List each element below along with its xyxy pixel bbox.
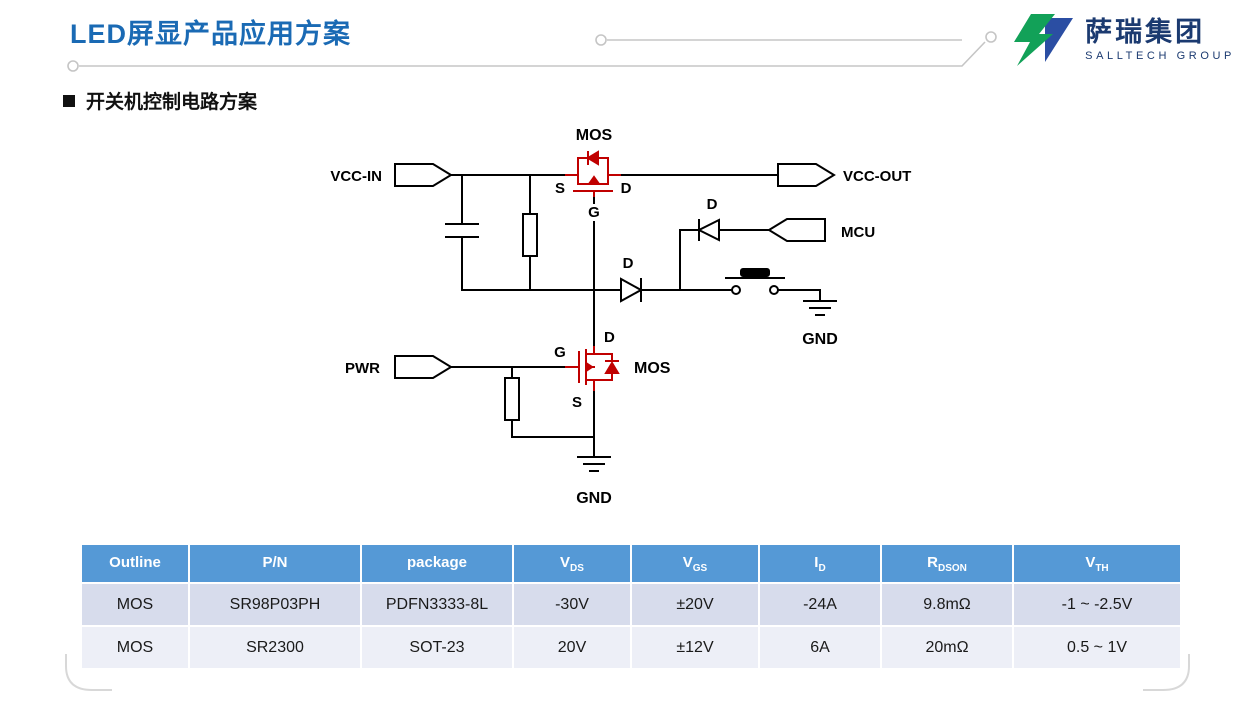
decor-corner-bottom-left bbox=[65, 654, 112, 691]
square-bullet-icon bbox=[63, 94, 75, 107]
cell-pn: SR98P03PH bbox=[188, 582, 362, 627]
cell-package: SOT-23 bbox=[360, 625, 514, 670]
cell-vds: 20V bbox=[512, 625, 632, 670]
table-row: MOS SR2300 SOT-23 20V ±12V 6A 20mΩ 0.5 ~… bbox=[80, 625, 1182, 670]
body-diode-arrow-bottom bbox=[604, 361, 620, 374]
cell-vgs: ±20V bbox=[630, 582, 760, 627]
vcc-out-label: VCC-OUT bbox=[843, 168, 911, 185]
col-header-package: package bbox=[360, 543, 514, 584]
cell-vds: -30V bbox=[512, 582, 632, 627]
mos-top-label: MOS bbox=[576, 127, 613, 144]
substrate-arrow-bottom bbox=[585, 361, 594, 373]
logo-company-subtitle: SALLTECH GROUP bbox=[1085, 50, 1235, 63]
button-terminal-left bbox=[731, 285, 741, 295]
vcc-in-label: VCC-IN bbox=[330, 168, 382, 185]
mcu-label: MCU bbox=[841, 224, 875, 241]
cell-outline: MOS bbox=[80, 625, 190, 670]
cell-id: -24A bbox=[758, 582, 882, 627]
spec-table: Outline P/N package VDS VGS ID RDSON VTH… bbox=[80, 543, 1182, 670]
col-header-id: ID bbox=[758, 543, 882, 584]
col-header-vds: VDS bbox=[512, 543, 632, 584]
decor-line-bottom bbox=[79, 41, 986, 67]
table-header-row: Outline P/N package VDS VGS ID RDSON VTH bbox=[80, 543, 1182, 584]
gnd-bottom-label: GND bbox=[576, 490, 612, 507]
col-header-outline: Outline bbox=[80, 543, 190, 584]
vcc-in-connector bbox=[394, 163, 453, 187]
decor-circle-far-left bbox=[67, 60, 79, 72]
logo-text: 萨瑞集团 SALLTECH GROUP bbox=[1085, 16, 1235, 63]
section-heading-label: 开关机控制电路方案 bbox=[86, 92, 258, 113]
cell-package: PDFN3333-8L bbox=[360, 582, 514, 627]
logo-company-name: 萨瑞集团 bbox=[1085, 16, 1206, 47]
cell-rdson: 9.8mΩ bbox=[880, 582, 1014, 627]
s-top-label: S bbox=[555, 180, 565, 197]
d-top-label: D bbox=[621, 180, 632, 197]
diode-mid bbox=[620, 277, 644, 303]
col-header-vth: VTH bbox=[1012, 543, 1182, 584]
mos-bottom-label: MOS bbox=[634, 360, 671, 377]
d-mid-label: D bbox=[623, 255, 634, 272]
s-bottom-label: S bbox=[572, 394, 582, 411]
logo-mark-icon bbox=[1014, 14, 1074, 66]
button-terminal-right bbox=[769, 285, 779, 295]
g-bottom-label: G bbox=[554, 344, 566, 361]
col-header-pn: P/N bbox=[188, 543, 362, 584]
d-mcu-label: D bbox=[707, 196, 718, 213]
cell-rdson: 20mΩ bbox=[880, 625, 1014, 670]
cell-vth: 0.5 ~ 1V bbox=[1012, 625, 1182, 670]
cell-id: 6A bbox=[758, 625, 882, 670]
ground-symbol-bottom bbox=[577, 456, 611, 472]
section-heading: 开关机控制电路方案 bbox=[63, 87, 257, 114]
cell-outline: MOS bbox=[80, 582, 190, 627]
logo-triangle-shape bbox=[1045, 18, 1074, 62]
decor-corner-bottom-right bbox=[1143, 654, 1190, 691]
capacitor bbox=[445, 174, 479, 291]
g-top-label: G bbox=[588, 204, 600, 221]
decor-circle-left bbox=[595, 34, 607, 46]
diode-mcu bbox=[696, 218, 720, 242]
resistor-bottom bbox=[504, 377, 520, 421]
resistor-top bbox=[522, 213, 538, 257]
pwr-label: PWR bbox=[345, 360, 380, 377]
page-title: LED屏显产品应用方案 bbox=[70, 19, 351, 49]
pwr-connector bbox=[394, 355, 453, 379]
cell-vth: -1 ~ -2.5V bbox=[1012, 582, 1182, 627]
mcu-connector bbox=[767, 218, 826, 242]
table-row: MOS SR98P03PH PDFN3333-8L -30V ±20V -24A… bbox=[80, 582, 1182, 627]
gnd-right-label: GND bbox=[802, 331, 838, 348]
col-header-rdson: RDSON bbox=[880, 543, 1014, 584]
circuit-wires bbox=[394, 163, 837, 472]
mosfet-bottom-symbol bbox=[565, 346, 620, 391]
d-bottom-label: D bbox=[604, 329, 615, 346]
push-button-cap bbox=[740, 268, 770, 277]
cell-vgs: ±12V bbox=[630, 625, 760, 670]
decor-circle-right bbox=[985, 31, 997, 43]
substrate-arrow-top bbox=[587, 175, 601, 185]
logo-bolt-shape bbox=[1014, 14, 1056, 66]
ground-symbol-right bbox=[803, 300, 837, 316]
vcc-out-connector bbox=[777, 163, 836, 187]
cell-pn: SR2300 bbox=[188, 625, 362, 670]
body-diode-arrow-top bbox=[586, 150, 599, 166]
col-header-vgs: VGS bbox=[630, 543, 760, 584]
mosfet-top-symbol bbox=[565, 150, 621, 197]
company-logo: 萨瑞集团 SALLTECH GROUP bbox=[1003, 10, 1235, 70]
